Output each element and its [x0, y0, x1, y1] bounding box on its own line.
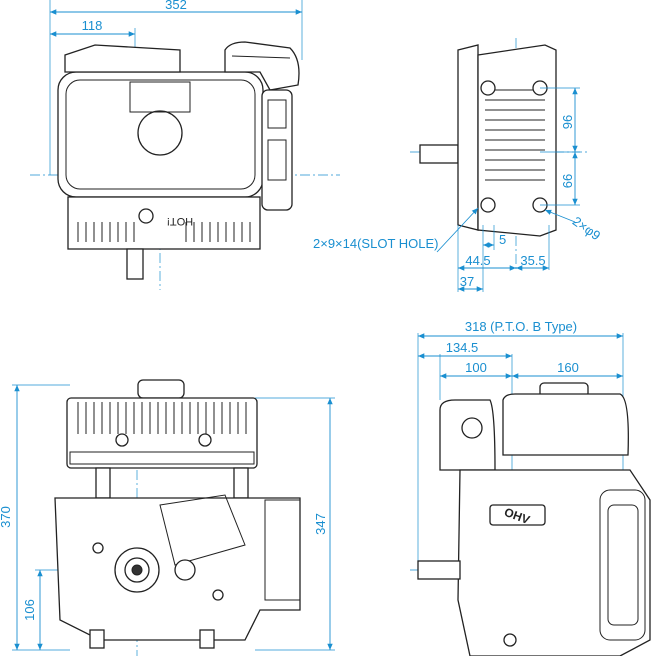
dim-106-label: 106	[22, 599, 37, 621]
fuel-cap-top	[137, 110, 183, 156]
hole-spec-label: 2×φ9	[570, 213, 604, 243]
crankshaft-top	[126, 248, 144, 280]
pto-width-label: 318 (P.T.O. B Type)	[465, 319, 577, 334]
side-view: 96 66 2×φ9 2×9×14(SLOT HOLE) 5 44.5 35.5…	[313, 38, 603, 292]
muffler-top	[67, 196, 261, 250]
dim-347-label: 347	[313, 513, 328, 535]
dim-134-5-label: 134.5	[446, 340, 479, 355]
muffler-front	[66, 397, 258, 469]
engine-block-side	[457, 469, 651, 656]
dim-37-label: 37	[460, 274, 474, 289]
ohv-badge	[489, 504, 546, 526]
dim-118-label: 118	[82, 18, 103, 33]
dim-100-label: 100	[465, 360, 487, 375]
hot-label: HOT!	[167, 215, 193, 227]
dim-160-label: 160	[557, 360, 579, 375]
hot-warning-icon	[138, 208, 154, 224]
dim-35-5-label: 35.5	[520, 253, 545, 268]
slot-hole-label: 2×9×14(SLOT HOLE)	[313, 236, 439, 251]
shaft-side	[419, 144, 459, 164]
dim-352-label: 352	[165, 0, 187, 12]
dim-96-label: 96	[560, 115, 575, 129]
front-view: 370 347 106	[0, 379, 335, 656]
fuel-tank-side	[502, 393, 629, 456]
dim-44-5-label: 44.5	[465, 253, 490, 268]
side-view-2: 318 (P.T.O. B Type) 134.5 100 160 OHV	[410, 319, 651, 656]
air-cleaner-top	[224, 41, 300, 91]
top-view: 352 118 HOT!	[30, 0, 340, 290]
dim-5-label: 5	[499, 232, 506, 247]
dim-370-label: 370	[0, 506, 13, 528]
fuel-cap-front	[137, 379, 185, 399]
shaft-side-2	[417, 560, 461, 580]
dim-66-label: 66	[560, 174, 575, 188]
